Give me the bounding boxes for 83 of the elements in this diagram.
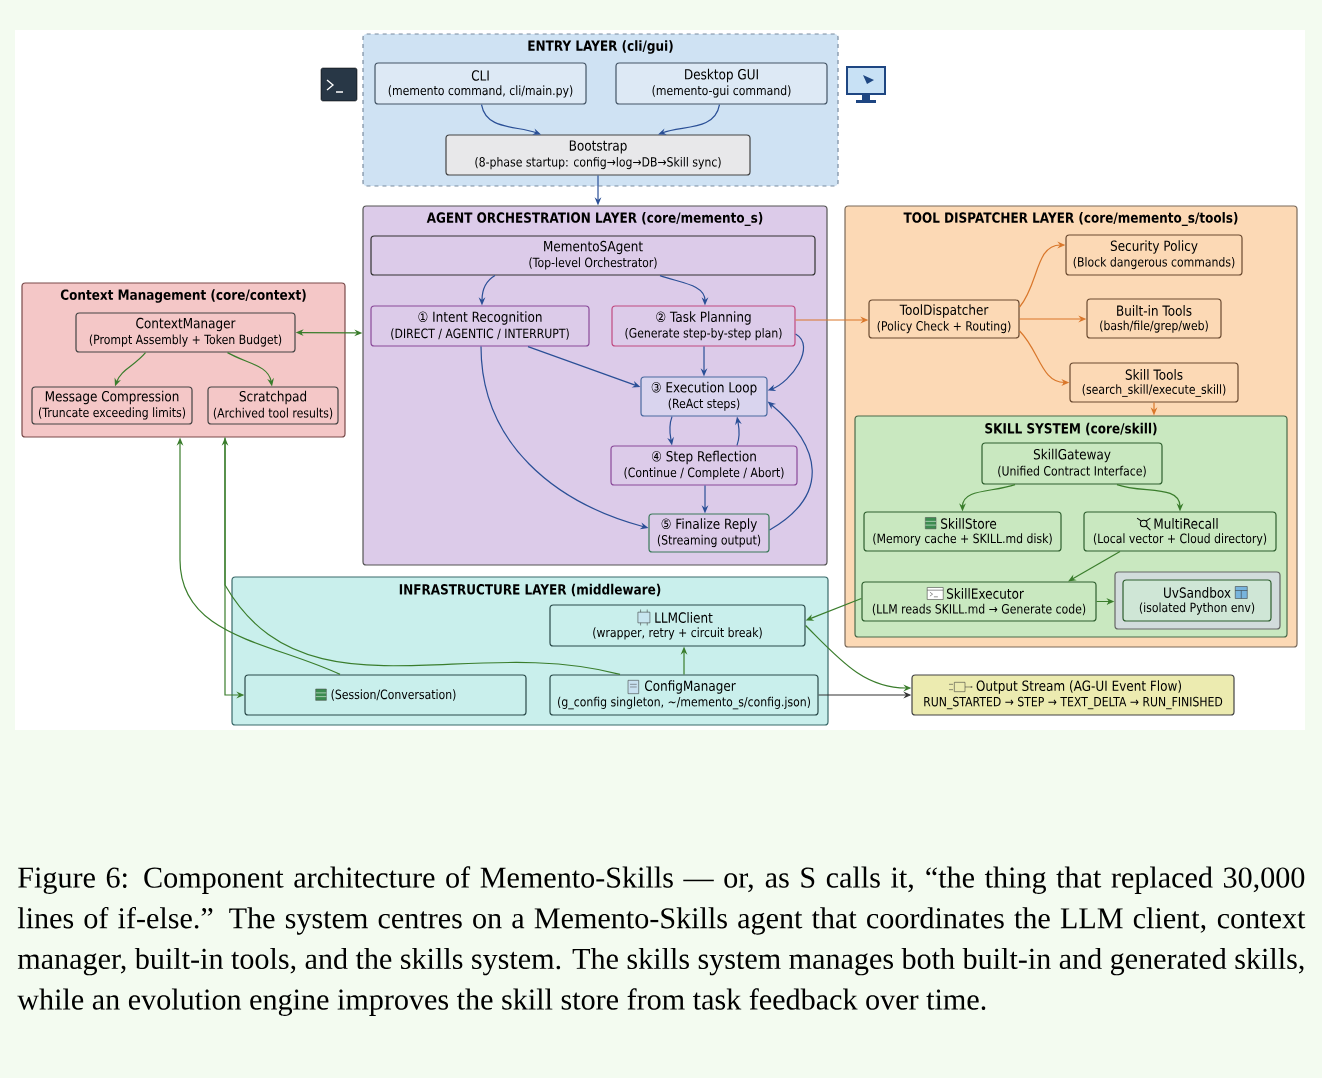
process-box [370,305,590,347]
node-label: ENTRY LAYER (cli/gui) [528,40,673,54]
node-label: (Unified Contract Interface) [998,465,1146,478]
node-label: (Continue / Complete / Abort) [624,467,784,480]
node-label: (Generate step-by-step plan) [625,327,782,341]
node-label: (search_skill/execute_skill) [1082,384,1226,397]
process-box [370,235,816,276]
node-label: UvSandbox [1164,587,1231,598]
node-label: Output Stream (AG-UI Event Flow) [976,680,1182,694]
node-label: ① Intent Recognition [418,311,542,325]
node-label: (g_config singleton, ~/memento_s/config.json) [558,696,810,710]
process-box [863,511,1062,552]
process-box [611,305,796,347]
node-label: SkillExecutor [946,588,1024,599]
process-box [1065,234,1243,276]
node-label: ConfigManager [644,680,736,694]
node-label: ② Task Planning [656,311,751,325]
node-label: SkillGateway [1033,448,1111,463]
node-label: (Block dangerous commands) [1073,256,1235,270]
node-label: (wrapper, retry + circuit break) [593,627,762,640]
node-label: MementoSAgent [544,240,643,255]
arrow [658,104,721,135]
node-label: LLMClient [655,612,713,623]
node-label: (Archived tool results) [213,407,333,420]
process-box [861,581,1097,622]
figure-caption: Figure 6: Component architecture of Memento-Skills — or, as S calls it, “the thing that replaced 30,000 lines of if-else.” The system centres on a Memento-Skills agent that coordinates the LLM client, context manager, built-in tools, and the skills system. The skills system manages both built-in and generated skills, while an evolution engine improves the skill store from task feedback over time. [17,866,1306,1016]
node-label: AGENT ORCHESTRATION LAYER (core/memento_s) [426,212,763,226]
node-label: (bash/file/grep/web) [1100,320,1208,333]
process-box [75,312,296,353]
process-box [1069,362,1239,403]
node-label: Security Policy [1110,240,1198,254]
node-label: INFRASTRUCTURE LAYER (middleware) [399,583,661,597]
process-box [374,62,587,105]
node-label: Bootstrap [569,140,627,154]
node-label: (Local vector + Cloud directory) [1093,533,1267,546]
process-box [445,134,751,176]
node-label: ContextManager [136,317,236,332]
node-label: (Session/Conversation) [331,689,456,701]
node-label: Skill Tools [1125,369,1183,380]
node-label: CLI [471,70,489,81]
node-label: ⑤ Finalize Reply [661,518,757,532]
process-box [648,513,770,553]
process-box [31,386,193,425]
node-label: (8-phase startup: config→log→DB→Skill sync) [475,156,721,170]
process-box [911,674,1235,716]
process-box [1086,298,1222,339]
node-label: Desktop GUI [685,68,758,83]
node-label: (Streaming output) [657,534,761,548]
node-label: ToolDispatcher [899,304,989,318]
node-label: (Prompt Assembly + Token Budget) [89,334,282,347]
node-label: Scratchpad [239,390,307,405]
node-label: SKILL SYSTEM (core/skill) [985,422,1157,436]
node-label: TOOL DISPATCHER LAYER (core/memento_s/tools) [903,212,1238,226]
node-label: ③ Execution Loop [651,381,757,396]
node-label: RUN_STARTED → STEP → TEXT_DELTA → RUN_FINISHED [924,696,1223,710]
arrow [480,104,541,135]
process-box [615,62,828,105]
node-label: (isolated Python env) [1139,602,1255,615]
process-box [549,674,819,716]
process-box [868,299,1020,339]
node-label: MultiRecall [1154,518,1218,529]
process-box [1083,511,1277,552]
node-label: (Truncate exceeding limits) [38,407,186,420]
process-box [244,674,527,716]
node-label: (Top-level Orchestrator) [529,257,657,270]
node-label: Built-in Tools [1117,305,1192,316]
process-box [549,604,806,647]
node-label: (memento-gui command) [652,85,791,98]
process-box [610,445,798,486]
process-box [981,442,1163,485]
process-box [640,376,768,417]
node-label: SkillStore [941,518,997,529]
node-label: (memento command, cli/main.py) [388,85,573,98]
node-label: (LLM reads SKILL.md → Generate code) [872,603,1086,616]
process-box [1122,579,1272,622]
node-label: (Memory cache + SKILL.md disk) [873,533,1052,546]
node-label: Message Compression [45,390,179,405]
process-box [207,386,339,425]
node-label: Context Management (core/context) [60,289,306,303]
node-label: (DIRECT / AGENTIC / INTERRUPT) [391,328,569,340]
node-label: (ReAct steps) [668,398,740,411]
node-label: (Policy Check + Routing) [877,320,1011,334]
node-label: ④ Step Reflection [652,450,756,465]
